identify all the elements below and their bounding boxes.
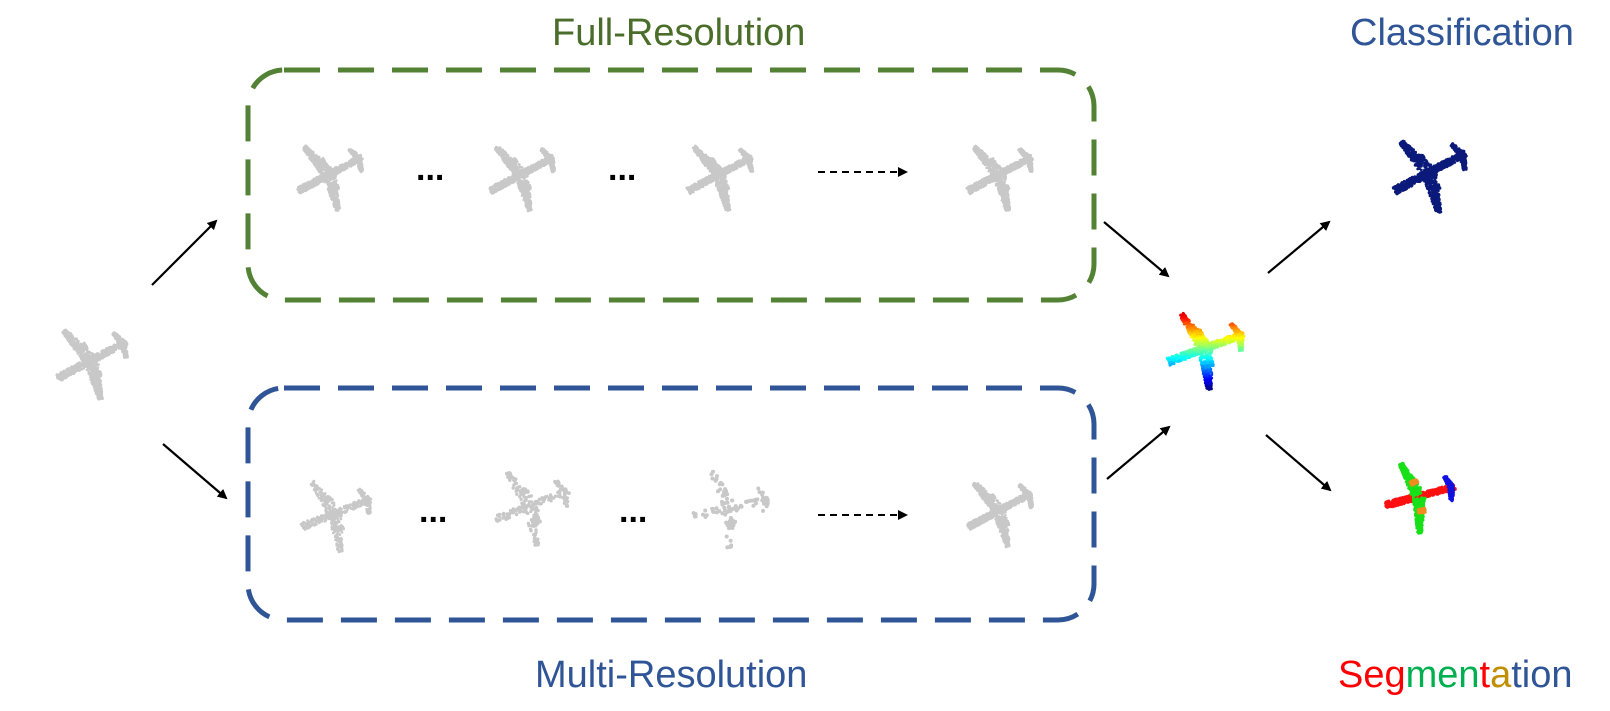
ellipsis-multi-1: ... [419,492,447,530]
input-point-cloud [55,328,129,401]
segmentation-title-part: tion [1511,654,1573,696]
multi-resolution-cloud-1 [299,479,373,554]
multi-resolution-cloud-2 [494,471,571,547]
classification-result-cloud [1391,139,1468,214]
multi-resolution-cloud-4 [966,481,1034,549]
multi-resolution-box [245,385,1097,623]
arrow-input-to-multi [162,443,228,500]
multi-resolution-cloud-3 [691,469,770,550]
segmentation-result-cloud [1384,461,1457,535]
fused-feature-cloud [1165,311,1246,391]
arrow-input-to-full [151,219,218,286]
segmentation-title-part: men [1405,654,1480,696]
full-resolution-cloud-4 [965,144,1034,212]
arrow-fused-to-classification [1267,220,1331,274]
arrow-multi-to-fused [1106,425,1171,480]
multi-resolution-title: Multi-Resolution [535,654,808,696]
segmentation-title-part: t [1479,654,1491,696]
ellipsis-full-1: ... [416,150,444,188]
segmentation-title: Segmentation [1338,656,1573,694]
segmentation-title-part: a [1490,654,1512,696]
full-resolution-cloud-1 [296,144,364,212]
ellipsis-full-2: ... [608,150,636,188]
full-resolution-box [245,67,1097,303]
ellipsis-multi-2: ... [619,492,647,530]
segmentation-title-part: Seg [1338,654,1406,696]
classification-title: Classification [1350,12,1574,54]
arrow-fused-to-segmentation [1265,434,1332,492]
full-resolution-cloud-3 [685,144,755,212]
full-resolution-title: Full-Resolution [552,12,806,54]
arrow-full-to-fused [1103,221,1170,278]
full-resolution-cloud-2 [488,145,556,213]
